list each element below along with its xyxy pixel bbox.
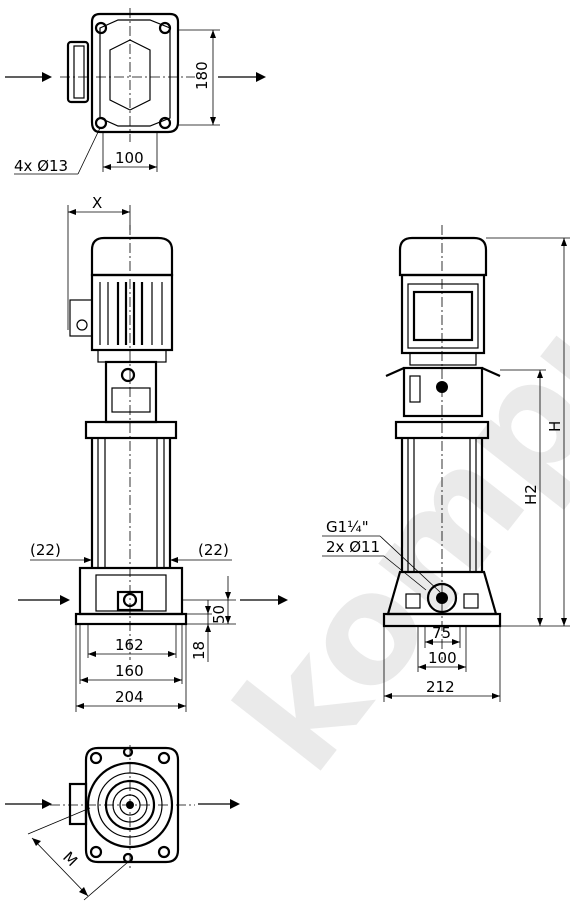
base-height-label: 18: [190, 641, 208, 660]
dim-204-label: 204: [115, 688, 144, 706]
right-gap-label: (22): [198, 541, 229, 559]
anchor-holes-label: 2x Ø11: [326, 538, 380, 556]
dim-160-label: 160: [115, 662, 144, 680]
left-gap-label: (22): [30, 541, 61, 559]
motor-dim-label: M: [59, 848, 81, 870]
x-dimension-label: X: [92, 194, 102, 212]
dim-100-label: 100: [428, 649, 457, 667]
port-height-label: H2: [522, 484, 540, 505]
bolt-holes-label: 4x Ø13: [14, 157, 68, 175]
dim-212-label: 212: [426, 678, 455, 696]
top-view: 180 100 4x Ø13: [5, 8, 266, 175]
top-width-label: 100: [115, 149, 144, 167]
top-height-label: 180: [193, 61, 211, 90]
watermark: kompuo: [204, 166, 570, 803]
thread-label: G1¼": [326, 518, 369, 536]
dim-162-label: 162: [115, 636, 144, 654]
bottom-view: M: [5, 745, 240, 901]
dim-75-label: 75: [432, 624, 451, 642]
total-height-label: H: [546, 421, 564, 432]
front-view: X (22) (22): [18, 194, 288, 712]
side-view: H H2 G1¼" 2x Ø11 75 100 212: [322, 225, 570, 702]
inlet-height-label: 50: [210, 605, 228, 624]
